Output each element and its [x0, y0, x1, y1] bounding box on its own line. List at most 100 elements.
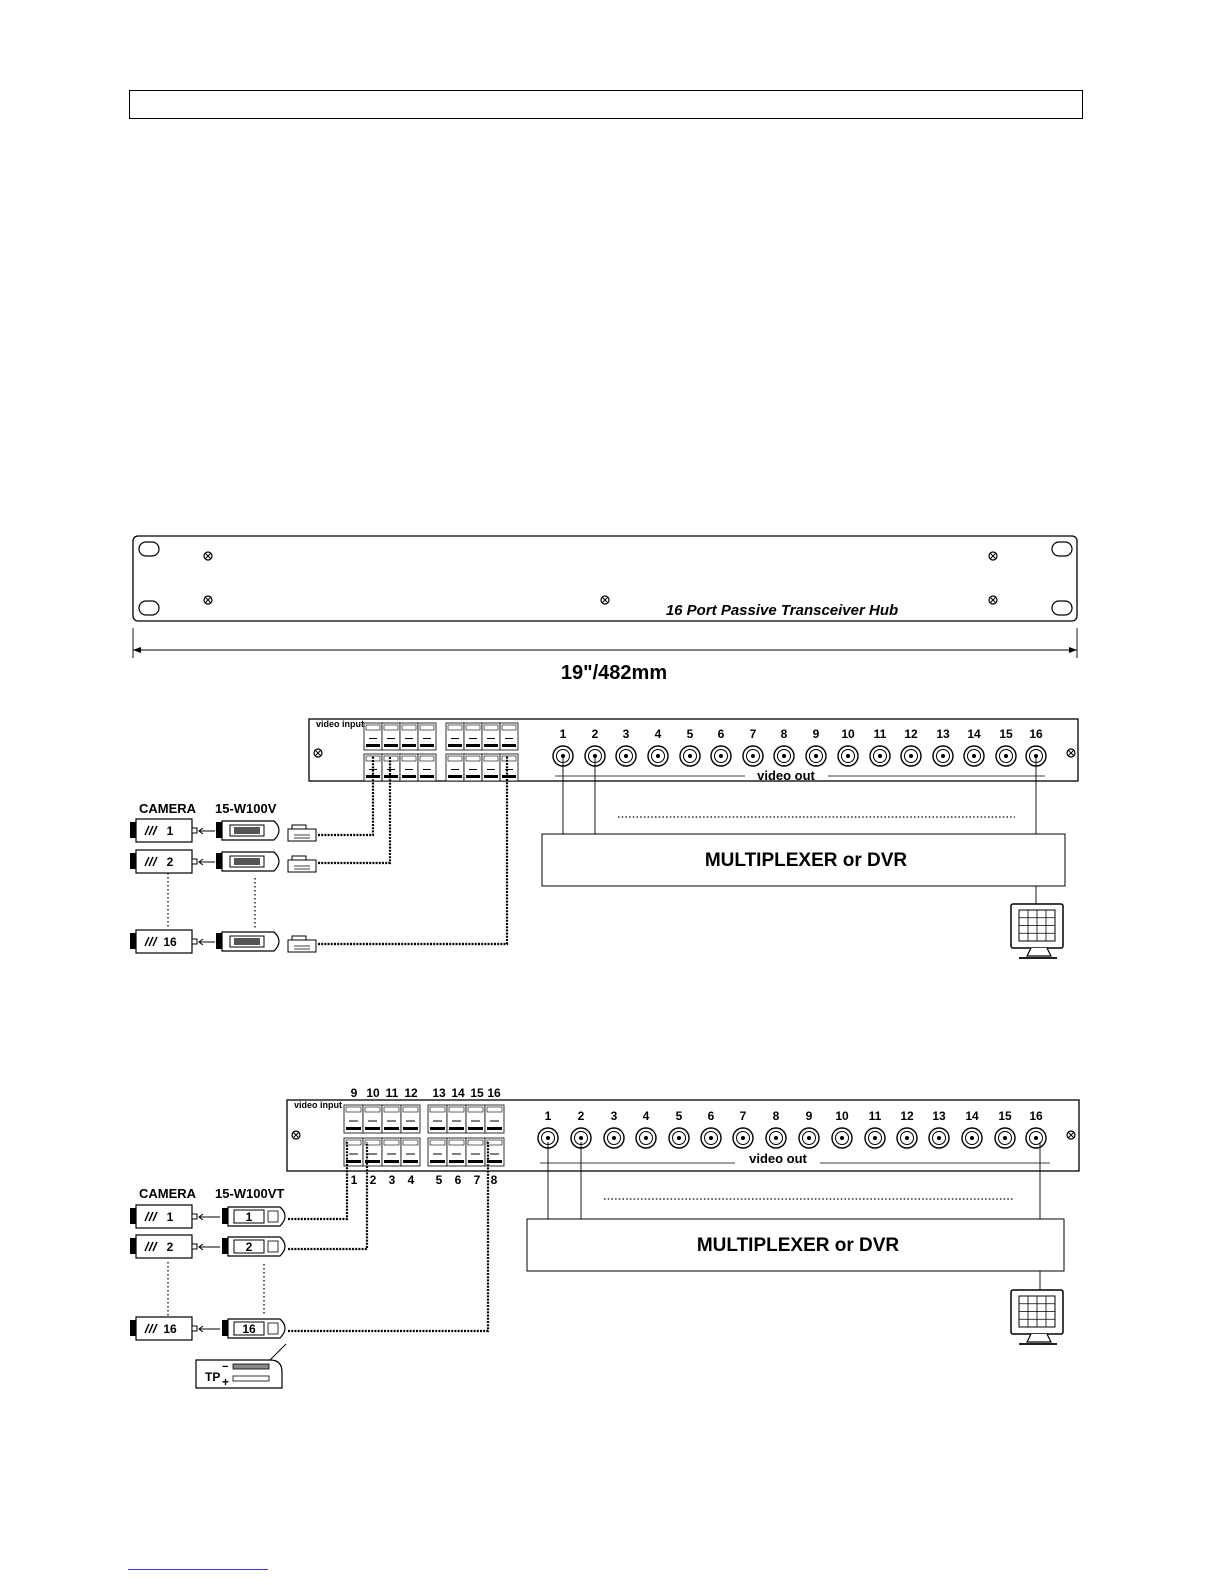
bnc-connector-icon — [805, 745, 827, 767]
port-number: 2 — [592, 727, 599, 741]
terminal-block-icon — [484, 1104, 505, 1134]
video-input-label: video input — [316, 719, 364, 729]
port-number: 1 — [545, 1109, 552, 1123]
port-number: 8 — [773, 1109, 780, 1123]
transceiver-icon — [216, 820, 280, 841]
port-number: 14 — [967, 727, 981, 741]
terminal-block-icon — [399, 753, 419, 782]
port-number: 12 — [900, 1109, 914, 1123]
screw-icon — [1066, 748, 1076, 758]
screw-icon — [988, 551, 998, 561]
terminal-block-icon — [427, 1137, 448, 1167]
screw-icon — [291, 1130, 1076, 1140]
monitor-icon — [1010, 903, 1064, 959]
twisted-pair-callout: TP − + — [195, 1343, 287, 1389]
screw-icon — [1066, 1130, 1076, 1140]
terminal-block-icon — [446, 1137, 467, 1167]
rj45-plug-icon — [287, 935, 317, 953]
port-number: 5 — [687, 727, 694, 741]
video-input-label-2: video input — [294, 1100, 342, 1110]
bnc-connector-icon — [869, 745, 891, 767]
terminal-block-icon — [481, 753, 501, 782]
recorder-label-2: MULTIPLEXER or DVR — [697, 1235, 900, 1256]
terminal-block-icon — [381, 1137, 402, 1167]
terminal-block-icon — [465, 1104, 486, 1134]
tp-plus: + — [222, 1375, 229, 1389]
port-number: 9 — [813, 727, 820, 741]
terminal-number-bottom: 2 — [370, 1173, 377, 1187]
terminal-block-icon — [484, 1137, 505, 1167]
mount-hole-tl — [138, 541, 160, 557]
terminal-block-icon — [381, 1104, 402, 1134]
screw-icon — [600, 595, 610, 605]
panel-title: 16 Port Passive Transceiver Hub — [666, 602, 898, 619]
port-number: 8 — [781, 727, 788, 741]
terminal-block-icon — [463, 753, 483, 782]
transceiver-icon — [216, 931, 280, 952]
tp-minus: − — [222, 1361, 228, 1373]
camera-number: 16 — [163, 1322, 177, 1336]
camera-label-2: CAMERA — [139, 1186, 197, 1201]
terminal-block-icon — [399, 722, 419, 751]
terminal-number-bottom: 8 — [491, 1173, 498, 1187]
transceiver-label-1: 15-W100V — [215, 801, 277, 816]
recorder-label-1: MULTIPLEXER or DVR — [705, 850, 908, 871]
bnc-connector-icon — [900, 745, 922, 767]
terminal-block-icon — [445, 722, 465, 751]
bnc-connector-icon — [615, 745, 637, 767]
port-number: 15 — [999, 727, 1013, 741]
terminal-number-bottom: 7 — [474, 1173, 481, 1187]
terminal-block-icon — [481, 722, 501, 751]
port-number: 13 — [932, 1109, 946, 1123]
bnc-connector-icon — [932, 745, 954, 767]
video-out-label-2: video out — [749, 1151, 807, 1166]
terminal-block-icon — [499, 722, 519, 751]
recorder-box-1 — [541, 833, 1066, 887]
port-number: 6 — [718, 727, 725, 741]
terminal-block-icon — [362, 1104, 383, 1134]
camera-icon: 16 — [130, 1316, 198, 1341]
bnc-connector-icon — [831, 1127, 853, 1149]
terminal-block-icon — [362, 1137, 383, 1167]
port-number: 15 — [998, 1109, 1012, 1123]
bnc-connector-icon — [700, 1127, 722, 1149]
terminal-number-top: 16 — [487, 1086, 501, 1100]
bnc-connector-icon — [896, 1127, 918, 1149]
camera-number: 1 — [167, 1210, 174, 1224]
bnc-connector-icon — [732, 1127, 754, 1149]
port-number: 7 — [740, 1109, 747, 1123]
camera-icon: 1 — [130, 1204, 198, 1229]
bnc-connector-icon — [928, 1127, 950, 1149]
screw-icon — [203, 595, 213, 605]
terminal-block-icon — [417, 753, 437, 782]
terminal-number-bottom: 6 — [455, 1173, 462, 1187]
camera-icon: 16 — [130, 929, 198, 954]
transceiver-number: 1 — [246, 1210, 253, 1224]
port-number: 7 — [750, 727, 757, 741]
terminal-number-bottom: 4 — [408, 1173, 415, 1187]
bnc-connector-icon — [773, 745, 795, 767]
monitor-icon — [1010, 903, 1064, 959]
terminal-block-icon — [446, 1104, 467, 1134]
terminal-block-icon — [417, 722, 437, 751]
transceiver-number: 2 — [246, 1240, 253, 1254]
camera-number: 16 — [163, 935, 177, 949]
port-number: 3 — [623, 727, 630, 741]
mount-hole-br — [1051, 600, 1073, 616]
bnc-connector-icon — [710, 745, 732, 767]
transceiver-icon: 1 — [222, 1206, 286, 1227]
terminal-number-bottom: 1 — [351, 1173, 358, 1187]
transceiver-label-2: 15-W100VT — [215, 1186, 284, 1201]
tp-label: TP — [205, 1370, 220, 1384]
terminal-number-bottom: 3 — [389, 1173, 396, 1187]
terminal-number-bottom: 5 — [436, 1173, 443, 1187]
camera-icon: 2 — [130, 849, 198, 874]
transceiver-number: 16 — [242, 1322, 256, 1336]
terminal-number-top: 15 — [470, 1086, 484, 1100]
camera-icon: 1 — [130, 818, 198, 843]
width-label: 19"/482mm — [561, 662, 667, 684]
port-number: 4 — [655, 727, 662, 741]
camera-number: 1 — [167, 824, 174, 838]
